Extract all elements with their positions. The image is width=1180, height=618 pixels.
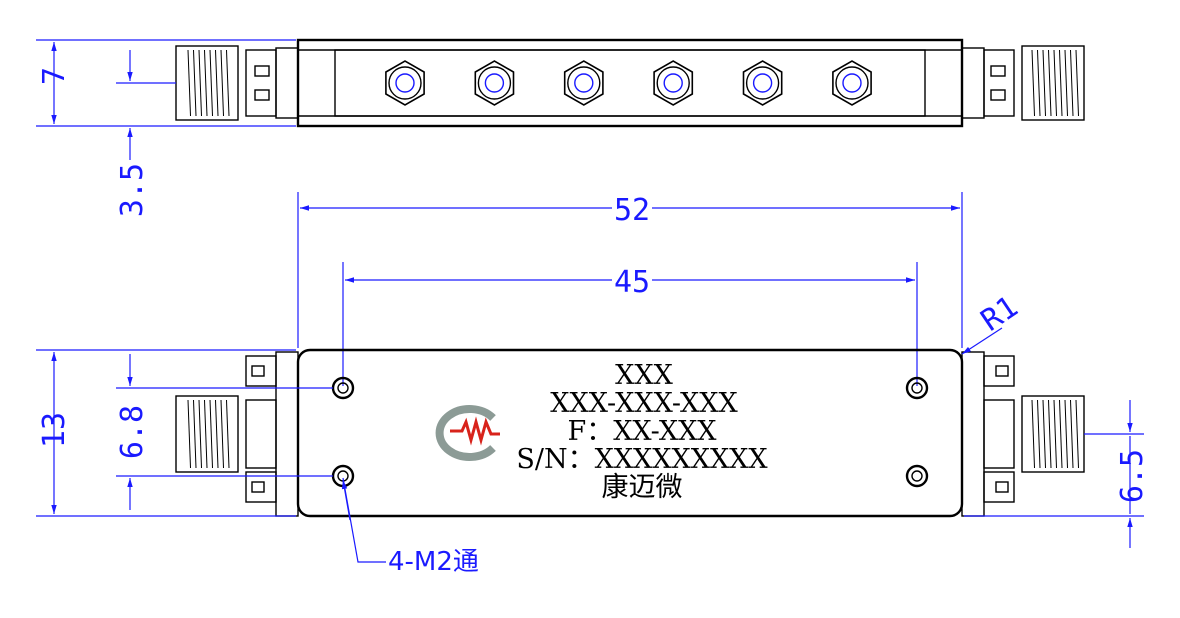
length-dimensions: 52 45 — [297, 192, 963, 386]
left-connector-top — [175, 45, 299, 121]
top-cover-inner — [334, 49, 926, 117]
leader-arrow — [341, 479, 351, 521]
mounting-hole — [905, 464, 929, 488]
label-line-1: XXX — [615, 360, 673, 391]
tuning-screw — [385, 60, 425, 106]
tuning-screw — [563, 60, 604, 106]
dim-hole-spacing-x: 45 — [614, 265, 650, 300]
front-view: XXX XXX-XXX-XXX F：XX-XXX S/N：XXXXXXXXX 康… — [36, 289, 1150, 577]
label-line-2: XXX-XXX-XXX — [550, 388, 738, 419]
left-connector-front — [175, 351, 299, 517]
dim-height-top: 7 — [37, 67, 72, 85]
dim-connector-offset: 6.5 — [1115, 449, 1150, 503]
mounting-hole — [905, 376, 929, 400]
tuning-screw — [653, 60, 694, 106]
leader-line — [961, 327, 1003, 355]
tuning-screw — [742, 60, 783, 106]
tuning-screw — [474, 60, 515, 106]
label-line-4: S/N：XXXXXXXXX — [516, 444, 768, 475]
thread-lines — [1031, 49, 1079, 117]
top-view: 7 3.5 — [36, 38, 1085, 217]
label-line-5: 康迈微 — [602, 472, 683, 503]
tuning-screw — [832, 60, 872, 106]
company-logo-icon — [435, 405, 500, 461]
right-connector-front — [961, 351, 1085, 517]
dim-hole-spacing-y: 6.8 — [115, 405, 150, 459]
thread-lines — [187, 49, 230, 117]
hole-callout: 4-M2通 — [388, 547, 479, 577]
dim-offset-top: 3.5 — [115, 163, 150, 217]
dim-overall-length: 52 — [614, 193, 650, 228]
label-line-3: F：XX-XXX — [567, 416, 717, 447]
right-connector-top — [961, 45, 1085, 121]
thread-lines — [187, 399, 230, 469]
tuning-screws — [385, 60, 872, 106]
thread-lines — [1031, 399, 1079, 469]
front-body-outline — [296, 348, 964, 518]
dim-body-height: 13 — [37, 412, 72, 448]
top-body-outline — [296, 38, 964, 128]
dim-corner-radius: R1 — [975, 289, 1025, 338]
